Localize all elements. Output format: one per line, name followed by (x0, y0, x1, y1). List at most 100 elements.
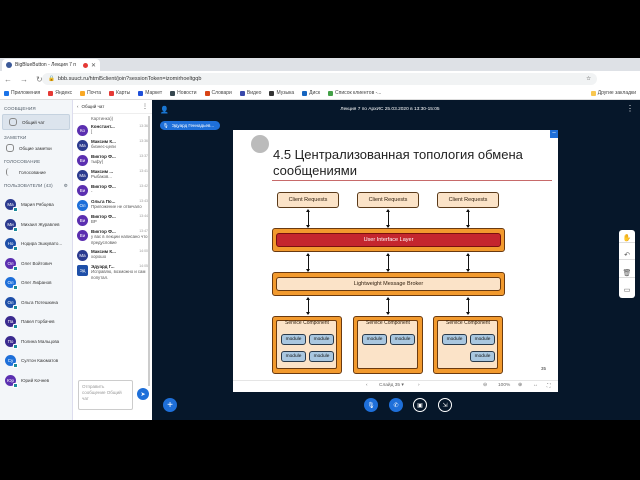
apps-icon (4, 90, 9, 96)
module-box: module (281, 351, 306, 362)
bidirectional-arrow (386, 297, 390, 315)
mic-icon: 🎙 (163, 122, 169, 128)
bookmark-video[interactable]: Видео (239, 90, 261, 96)
mic-icon (13, 343, 18, 349)
public-chat-item[interactable]: Общий чат (2, 114, 70, 130)
chat-message-input[interactable]: Отправить сообщение Общий чат (78, 380, 133, 410)
bookmark-maps[interactable]: Карты (108, 90, 130, 96)
share-webcam-button[interactable]: ▣ (413, 398, 427, 412)
browser-tab[interactable]: BigBlueButton - Лекция 7 п ✕ (2, 59, 100, 71)
avatar: Ви (77, 230, 88, 241)
zoom-out-button[interactable]: ⊖ (483, 383, 488, 388)
leave-audio-button[interactable]: ✆ (389, 398, 403, 412)
zoom-in-button[interactable]: ⊕ (518, 383, 523, 388)
back-icon[interactable]: ← (4, 74, 12, 84)
user-list-panel: СООБЩЕНИЯ Общий чат ЗАМЕТКИ Общие заметк… (0, 100, 73, 420)
ui-layer-box: User Interface Layer (276, 233, 501, 247)
avatar: Ол (5, 296, 18, 310)
polling-item[interactable]: Голосование (0, 164, 72, 180)
bidirectional-arrow (386, 209, 390, 228)
avatar: Ви (77, 215, 88, 226)
avatar: Ма (5, 199, 18, 213)
module-box: module (390, 334, 415, 345)
close-tab-icon[interactable]: ✕ (90, 62, 96, 69)
notes-header: ЗАМЕТКИ (4, 135, 27, 140)
gear-icon[interactable]: ⚙ (63, 183, 68, 188)
bookmark-apps[interactable]: Приложения (4, 90, 40, 96)
bookmark-music[interactable]: Музыка (269, 90, 294, 96)
user-list-toggle-icon[interactable]: 👤 (160, 107, 169, 114)
hand-tool-icon[interactable]: ✋ (619, 234, 635, 244)
avatar: Ви (77, 185, 88, 196)
module-box: module (281, 334, 306, 345)
service-component: Service Component module module module m… (272, 316, 342, 374)
previous-slide-button[interactable]: ‹ (366, 383, 368, 388)
share-screen-button[interactable]: ⇲ (438, 398, 452, 412)
screen-share-icon: ⇲ (442, 402, 448, 409)
chevron-left-icon[interactable]: ‹ (77, 104, 79, 109)
bookmark-star-icon[interactable]: ☆ (586, 76, 591, 82)
avatar: Ол (5, 257, 18, 271)
folder-icon (590, 90, 596, 96)
bookmark-news[interactable]: Новости (170, 90, 197, 96)
bookmark-disk[interactable]: Диск (302, 90, 320, 96)
trash-icon[interactable]: 🗑 (619, 269, 635, 278)
bookmark-yandex[interactable]: Яндекс (48, 90, 72, 96)
talking-indicator[interactable]: 🎙 Эдуард Геннадьев... (160, 121, 221, 130)
undo-icon[interactable]: ↶ (619, 251, 635, 261)
bookmark-mail[interactable]: Почта (80, 90, 101, 96)
service-label: Service Component (366, 320, 410, 326)
bidirectional-arrow (466, 253, 470, 272)
url-input[interactable]: 🔒 bbb.suuct.ru/html5client/join?sessionT… (42, 73, 597, 85)
microphone-icon: 🎙 (367, 402, 375, 409)
actions-plus-button[interactable]: + (163, 398, 177, 412)
polling-header: ГОЛОСОВАНИЕ (4, 159, 41, 164)
bookmark-clients[interactable]: Список клиентов -... (328, 90, 381, 96)
bookmark-market[interactable]: Маркет (138, 90, 162, 96)
avatar: Ми (5, 218, 18, 232)
avatar: Су (5, 355, 18, 369)
other-bookmarks[interactable]: Другие закладки (590, 90, 636, 96)
module-box: module (362, 334, 387, 345)
bbb-favicon-icon (6, 62, 12, 68)
avatar: Ол (77, 200, 88, 211)
minimize-presentation-button[interactable]: – (550, 130, 558, 138)
forward-icon[interactable]: → (20, 74, 28, 84)
shared-notes-item[interactable]: Общие заметки (0, 140, 72, 156)
slide-selector[interactable]: Слайд 35 ▾ (379, 383, 404, 388)
phone-icon: ✆ (393, 402, 399, 409)
service-label: Service Component (446, 320, 490, 326)
send-message-button[interactable]: ➤ (137, 388, 149, 400)
bookmark-dictionaries[interactable]: Словари (204, 90, 232, 96)
bookmarks-bar: Приложения Яндекс Почта Карты Маркет Нов… (0, 87, 640, 100)
options-menu-icon[interactable]: ⋮ (626, 104, 634, 113)
avatar: Ма (77, 170, 88, 181)
fullscreen-button[interactable]: ⛶ (547, 384, 551, 389)
fit-width-button[interactable]: ↔ (533, 383, 538, 388)
mic-icon (13, 382, 18, 388)
mute-button[interactable]: 🎙 (364, 398, 378, 412)
zoom-level: 100% (498, 383, 511, 388)
multi-user-whiteboard-icon[interactable]: ▭ (623, 286, 631, 294)
avatar: Ма (77, 250, 88, 261)
reload-icon[interactable]: ↻ (36, 74, 43, 84)
next-slide-button[interactable]: › (418, 383, 420, 388)
chat-options-icon[interactable]: ⋮ (142, 104, 148, 110)
chat-scrollbar[interactable] (148, 116, 150, 386)
